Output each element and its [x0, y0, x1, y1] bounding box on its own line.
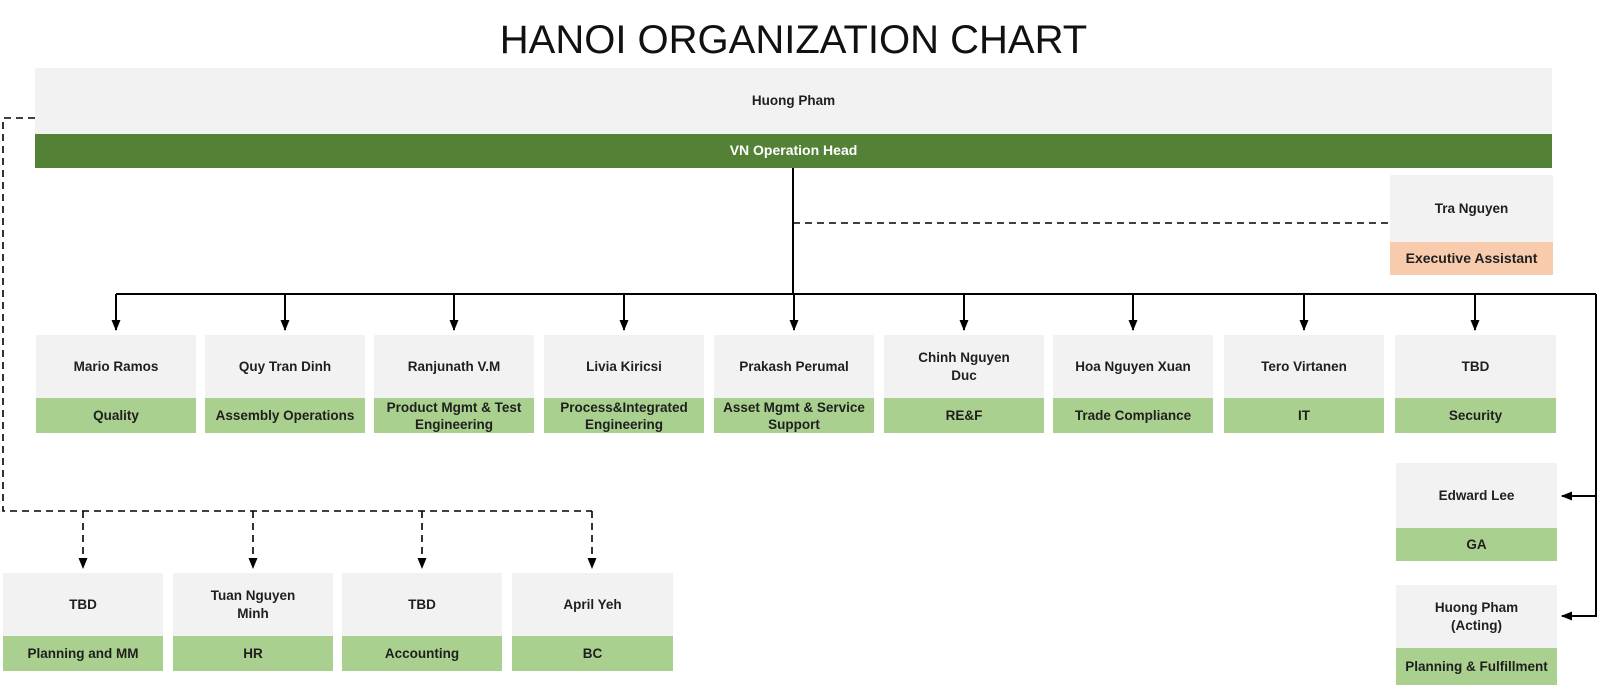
org-box-asset-mgmt-service-support: Prakash Perumal Asset Mgmt & Service Sup…: [714, 335, 874, 433]
person-name: April Yeh: [512, 573, 673, 636]
role-label: Planning and MM: [3, 636, 163, 671]
org-box-ref: Chinh Nguyen Duc RE&F: [884, 335, 1044, 433]
role-label: Quality: [36, 398, 196, 433]
person-name: Tra Nguyen: [1390, 175, 1553, 242]
person-name: Huong Pham (Acting): [1396, 585, 1557, 648]
org-box-quality: Mario Ramos Quality: [36, 335, 196, 433]
role-label: VN Operation Head: [35, 134, 1552, 168]
dashed-connectors: [2, 117, 1390, 569]
chart-title: HANOI ORGANIZATION CHART: [499, 18, 1088, 62]
person-name: Hoa Nguyen Xuan: [1053, 335, 1213, 398]
org-box-it: Tero Virtanen IT: [1224, 335, 1384, 433]
org-box-process-integrated-engineering: Livia Kiricsi Process&Integrated Enginee…: [544, 335, 704, 433]
person-name: Mario Ramos: [36, 335, 196, 398]
role-label: IT: [1224, 398, 1384, 433]
person-name: TBD: [1395, 335, 1556, 398]
role-label: Asset Mgmt & Service Support: [714, 398, 874, 433]
role-label: Executive Assistant: [1390, 242, 1553, 275]
solid-connectors: [111, 168, 1597, 621]
org-box-assembly-operations: Quy Tran Dinh Assembly Operations: [205, 335, 365, 433]
person-name: Prakash Perumal: [714, 335, 874, 398]
org-box-product-mgmt-test-engineering: Ranjunath V.M Product Mgmt & Test Engine…: [374, 335, 534, 433]
role-label: BC: [512, 636, 673, 671]
org-box-bc: April Yeh BC: [512, 573, 673, 671]
person-name: Edward Lee: [1396, 463, 1557, 528]
person-name: Quy Tran Dinh: [205, 335, 365, 398]
role-label: GA: [1396, 528, 1557, 561]
role-label: Accounting: [342, 636, 502, 671]
person-name: TBD: [3, 573, 163, 636]
person-name: Ranjunath V.M: [374, 335, 534, 398]
role-label: Process&Integrated Engineering: [544, 398, 704, 433]
org-box-executive-assistant: Tra Nguyen Executive Assistant: [1390, 175, 1553, 275]
role-label: RE&F: [884, 398, 1044, 433]
org-box-accounting: TBD Accounting: [342, 573, 502, 671]
org-box-vn-operation-head: Huong Pham VN Operation Head: [35, 68, 1552, 168]
org-box-trade-compliance: Hoa Nguyen Xuan Trade Compliance: [1053, 335, 1213, 433]
person-name: Huong Pham: [35, 68, 1552, 134]
org-box-ga: Edward Lee GA: [1396, 463, 1557, 561]
org-box-hr: Tuan Nguyen Minh HR: [173, 573, 333, 671]
person-name: TBD: [342, 573, 502, 636]
role-label: Trade Compliance: [1053, 398, 1213, 433]
person-name: Tuan Nguyen Minh: [173, 573, 333, 636]
person-name: Chinh Nguyen Duc: [884, 335, 1044, 398]
org-box-planning-and-mm: TBD Planning and MM: [3, 573, 163, 671]
role-label: Product Mgmt & Test Engineering: [374, 398, 534, 433]
org-box-security: TBD Security: [1395, 335, 1556, 433]
person-name: Livia Kiricsi: [544, 335, 704, 398]
org-box-planning-fulfillment: Huong Pham (Acting) Planning & Fulfillme…: [1396, 585, 1557, 685]
role-label: HR: [173, 636, 333, 671]
role-label: Assembly Operations: [205, 398, 365, 433]
person-name: Tero Virtanen: [1224, 335, 1384, 398]
role-label: Planning & Fulfillment: [1396, 648, 1557, 685]
role-label: Security: [1395, 398, 1556, 433]
